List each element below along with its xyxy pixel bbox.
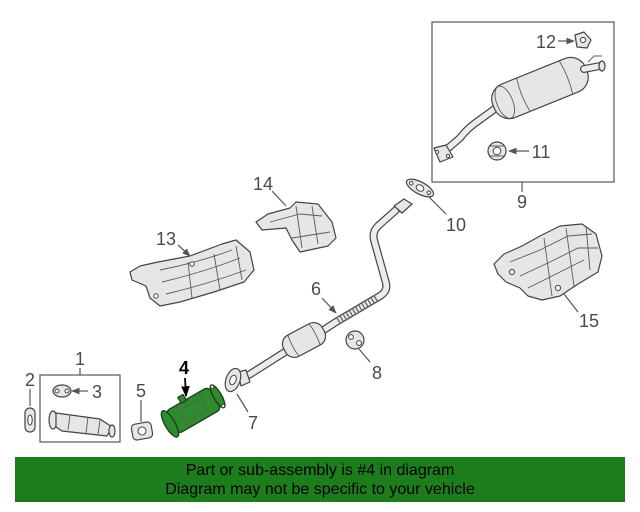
callout-2: 2: [25, 370, 35, 390]
converter-shell-seams: [175, 392, 212, 429]
gasket-bolt-hole: [426, 190, 432, 195]
part-catalytic-converter-4-highlighted: [160, 384, 226, 438]
part-rubber-hanger-8: [345, 330, 365, 350]
heat-shield-mount-hole: [508, 268, 516, 276]
callout-9: 9: [517, 192, 527, 212]
part-hanger-bracket-12: [574, 31, 592, 49]
heat-shield-ribs: [509, 225, 598, 297]
muffler-body: [491, 56, 589, 120]
muffler-can: [491, 56, 589, 120]
rubber-hanger-ribs: [490, 145, 504, 157]
part-gasket-2: [24, 407, 36, 433]
muffler-assembly-frame: [431, 21, 615, 183]
bracket-hole: [579, 36, 587, 44]
leader-line-14: [271, 190, 287, 207]
flex-section: [336, 293, 380, 325]
callout-6: 6: [311, 279, 321, 299]
callout-1: 1: [75, 349, 85, 369]
gasket-bolt-hole: [408, 181, 414, 186]
leader-arrow-6: [321, 297, 337, 314]
rubber-hanger-hole: [356, 340, 362, 346]
diagram-notice-banner: Part or sub-assembly is #4 in diagram Di…: [15, 457, 625, 502]
callout-7: 7: [248, 413, 258, 433]
callout-3: 3: [92, 382, 102, 402]
callout-10: 10: [446, 215, 466, 235]
flange-bolt-hole: [434, 149, 440, 155]
tailpipe: [581, 63, 603, 72]
heat-shield: [255, 201, 337, 253]
part-muffler: [433, 55, 606, 163]
banner-disclaimer-text: Diagram may not be specific to your vehi…: [165, 481, 475, 498]
callout-13: 13: [156, 229, 176, 249]
exhaust-parts-diagram: 1 2 3 4 5 6 7 8 9 10 11 12 13 14 15: [24, 21, 615, 443]
callout-4-highlighted: 4: [179, 358, 189, 378]
assembly-outlet-flange: [108, 424, 116, 438]
rubber-hanger-hole: [492, 146, 502, 156]
callout-5: 5: [136, 381, 146, 401]
gasket-center-hole: [229, 374, 237, 386]
leader-arrow-4: [181, 377, 190, 398]
heat-shield: [129, 239, 255, 307]
assembly-seams: [67, 414, 101, 435]
heat-shield-mount-hole: [554, 284, 562, 292]
callout-12: 12: [536, 32, 556, 52]
leader-line-8: [358, 348, 371, 363]
banner-part-number-text: Part or sub-assembly is #4 in diagram: [185, 462, 455, 479]
part-gasket-5: [130, 421, 154, 441]
converter-body: [160, 384, 226, 438]
oxygen-sensor-bung: [177, 393, 188, 405]
leader-line-15: [563, 293, 579, 313]
gasket-center-hole: [137, 426, 147, 436]
heat-shield: [493, 223, 603, 301]
leader-line-10: [427, 195, 447, 215]
heat-shield-ribs: [159, 245, 247, 299]
muffler-end-cap: [494, 85, 515, 119]
gasket: [52, 384, 72, 398]
muffler-hanger-rod: [587, 55, 602, 63]
callout-15: 15: [579, 311, 599, 331]
part-heat-shield-15: [493, 223, 603, 301]
rubber-hanger: [345, 330, 365, 350]
tailpipe-tip: [598, 60, 606, 72]
part-center-pipe-6: [237, 198, 413, 387]
flange-bolt-hole: [445, 153, 451, 159]
part-gasket-3: [52, 384, 72, 398]
leader-line-7: [236, 393, 249, 413]
gasket-center-hole: [415, 184, 425, 192]
callout-11: 11: [532, 142, 551, 162]
part-heat-shield-14: [255, 201, 337, 253]
flange-stud: [221, 403, 226, 408]
heat-shield-mount-hole: [189, 261, 195, 267]
flange-stud: [210, 384, 215, 389]
resonator: [281, 322, 327, 358]
heat-shield-ribs: [269, 205, 331, 249]
converter-inlet-flange: [160, 409, 180, 438]
center-pipe-rear-flange: [393, 198, 413, 214]
assembly-body: [55, 412, 113, 437]
muffler-seams: [516, 60, 574, 112]
rubber-hanger-hole: [348, 334, 354, 340]
resonator-body: [281, 322, 327, 358]
heat-shield-mount-hole: [153, 293, 159, 299]
part-rubber-hanger-11: [487, 141, 507, 161]
leader-arrow-13: [177, 244, 191, 257]
center-pipe: [241, 207, 399, 381]
callout-14: 14: [253, 174, 273, 194]
part-converter-assembly-1: [48, 410, 116, 438]
muffler-inlet-pipe: [443, 105, 499, 153]
resonator-seams: [287, 323, 321, 357]
callout-8: 8: [372, 363, 382, 383]
gasket-hole: [54, 388, 60, 394]
part-gasket-10: [405, 178, 435, 198]
gasket-center-hole: [27, 414, 33, 426]
gasket-hole: [64, 388, 70, 394]
part-heat-shield-13: [129, 239, 255, 307]
part-gasket-7: [224, 367, 242, 393]
